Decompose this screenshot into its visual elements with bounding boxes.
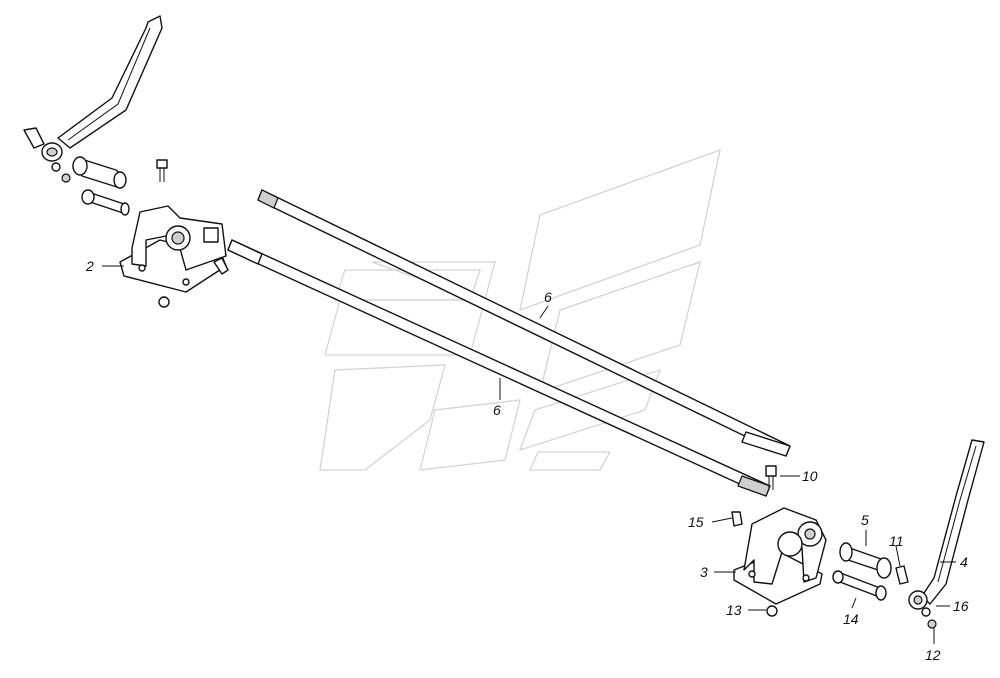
rod-lower [227,239,771,497]
lever-left [23,15,163,183]
rod-upper [257,189,791,457]
callout-10: 10 [802,468,818,484]
callout-11: 11 [889,533,904,549]
bushing-left [72,156,127,189]
callout-14: 14 [843,611,859,627]
callout-5: 5 [861,512,869,528]
callout-12: 12 [925,647,941,663]
callout-3: 3 [700,564,708,580]
callout-6-lower: 6 [493,402,501,418]
callout-16: 16 [953,598,969,614]
callout-13: 13 [726,602,742,618]
lever-right [895,439,985,629]
bushing-right [839,542,892,579]
bracket-right [733,507,827,617]
callout-15: 15 [688,514,704,530]
cotter-pin-15 [731,511,743,527]
callout-labels: 2 6 6 10 15 5 11 4 3 16 13 14 12 [85,258,969,663]
pin-left [81,189,130,216]
callout-2: 2 [85,258,94,274]
pin-right [832,570,887,601]
bracket-left [119,205,229,308]
callout-6-upper: 6 [544,289,552,305]
leader-lines [102,265,956,644]
callout-4: 4 [960,554,968,570]
bolt-10 [765,465,777,490]
bolt-left [156,159,168,182]
